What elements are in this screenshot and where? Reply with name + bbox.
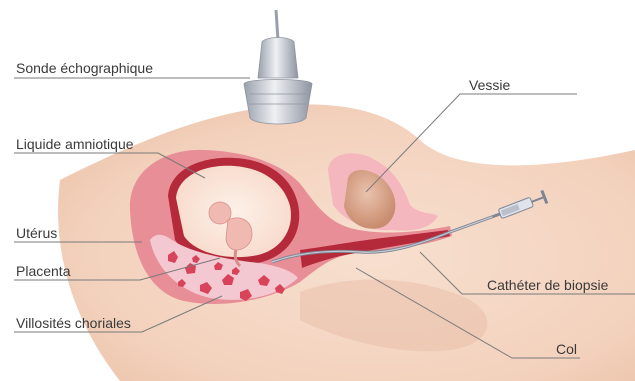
label-bladder: Vessie [469,77,510,93]
label-biopsy-catheter: Cathéter de biopsie [487,277,609,293]
label-chorionic-villi: Villosités choriales [16,315,131,331]
ultrasound-probe [244,10,312,124]
label-cervix: Col [556,341,577,357]
label-probe: Sonde échographique [16,60,153,76]
label-amniotic-fluid: Liquide amniotique [16,136,134,152]
label-placenta: Placenta [16,263,71,279]
label-uterus: Utérus [16,225,57,241]
